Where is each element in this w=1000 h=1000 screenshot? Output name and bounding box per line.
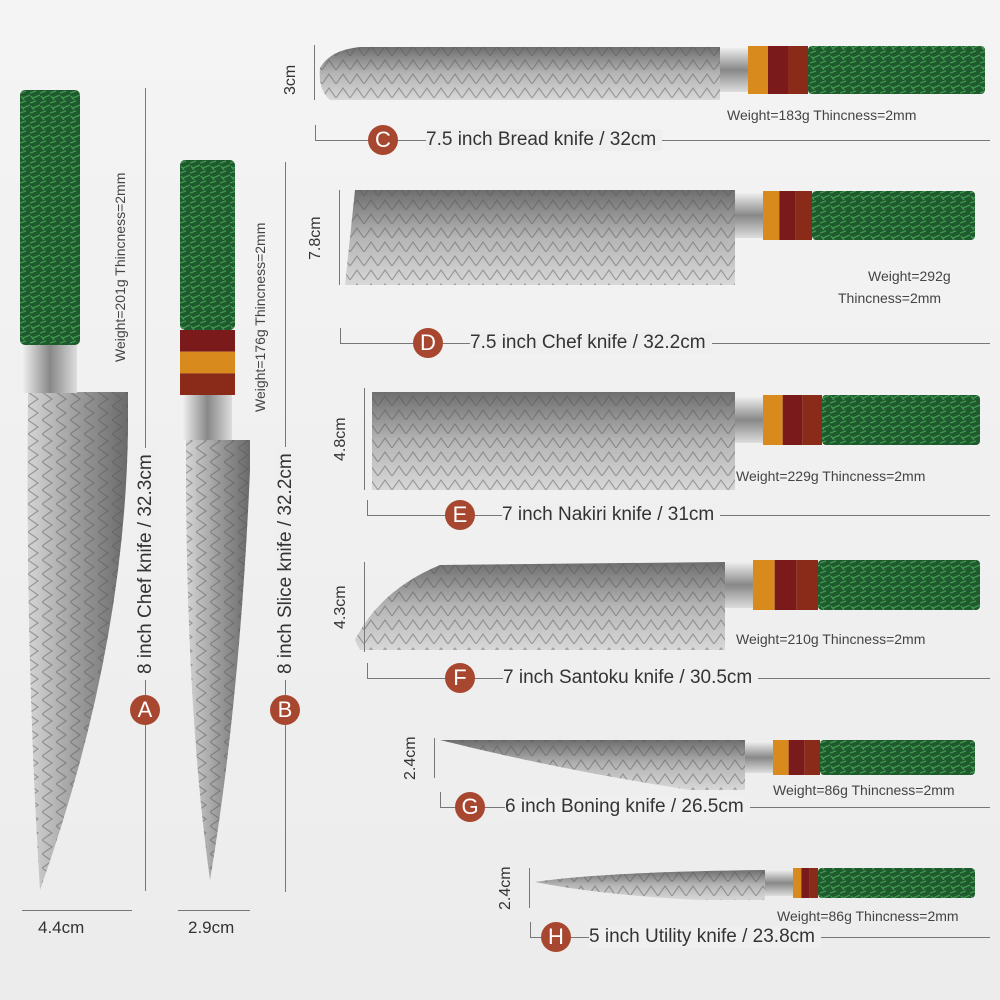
knife-a-width: 4.4cm — [38, 918, 85, 937]
chef-d-spacer — [763, 191, 780, 240]
bread-bolster — [720, 48, 748, 92]
knife-g-name: 6 inch Boning knife / 26.5cm — [505, 796, 750, 818]
knife-d-thickness: Thincness=2mm — [838, 290, 942, 306]
knife-e-height: 4.8cm — [332, 417, 349, 461]
knife-d-height: 7.8cm — [307, 215, 324, 260]
slice-b-handle — [180, 160, 235, 330]
height-line-h — [529, 868, 530, 908]
knife-g-height: 2.4cm — [402, 736, 419, 780]
height-line-d — [339, 190, 340, 285]
slice-b-spacer — [180, 351, 235, 374]
nakiri-spacer — [782, 395, 803, 445]
chef-d-bolster — [735, 193, 763, 238]
knife-c-height: 3cm — [282, 64, 299, 95]
bread-damascus-pattern — [319, 47, 720, 100]
boning-spacer — [773, 740, 789, 775]
utility-handle — [818, 868, 975, 898]
nakiri-damascus-pattern — [372, 392, 735, 490]
santoku-bolster — [725, 562, 753, 608]
dimension-tick-d — [340, 328, 341, 343]
knife-f-height: 4.3cm — [332, 585, 349, 629]
knife-b-spec: Weight=176g Thincness=2mm — [252, 222, 268, 412]
knife-a-name: 8 inch Chef knife / 32.3cm — [135, 448, 157, 680]
knife-h-spec: Weight=86g Thincness=2mm — [777, 908, 959, 924]
knife-c-name: 7.5 inch Bread knife / 32cm — [426, 129, 663, 151]
chef-a-bolster — [23, 345, 77, 393]
bread-handle — [808, 46, 985, 94]
badge-d: D — [413, 328, 443, 358]
utility-spacer — [793, 868, 802, 898]
badge-a: A — [130, 695, 160, 725]
width-line-a — [22, 910, 132, 911]
slice-b-bolster — [183, 395, 232, 440]
knife-a-spec: Weight=201g Thincness=2mm — [112, 172, 128, 362]
dimension-tick-h — [530, 922, 531, 937]
nakiri-spacer — [763, 395, 783, 445]
dimension-tick-f — [367, 663, 368, 678]
knife-f-name: 7 inch Santoku knife / 30.5cm — [503, 667, 759, 689]
height-line-g — [434, 738, 435, 778]
badge-e: E — [445, 500, 475, 530]
height-line-e — [364, 388, 365, 490]
badge-g: G — [455, 792, 485, 822]
bread-spacer — [748, 46, 768, 94]
slice-b-damascus-pattern — [185, 440, 250, 880]
utility-spacer — [809, 868, 818, 898]
dimension-tick-e — [367, 500, 368, 515]
height-line-c — [314, 45, 315, 100]
knife-d-name: 7.5 inch Chef knife / 32.2cm — [470, 332, 712, 354]
boning-spacer — [788, 740, 805, 775]
nakiri-spacer — [802, 395, 822, 445]
chef-a-handle — [20, 90, 80, 345]
knife-c-spec: Weight=183g Thincness=2mm — [727, 107, 917, 123]
chef-d-spacer — [779, 191, 796, 240]
dimension-tick-g — [440, 792, 441, 807]
knife-h-height: 2.4cm — [497, 866, 514, 910]
height-line-f — [364, 562, 365, 652]
santoku-spacer — [753, 560, 775, 610]
boning-handle — [820, 740, 975, 775]
santoku-handle — [818, 560, 980, 610]
nakiri-handle — [822, 395, 980, 445]
knife-b-name: 8 inch Slice knife / 32.2cm — [275, 447, 297, 680]
boning-spacer — [804, 740, 820, 775]
slice-b-spacer — [180, 330, 235, 352]
knife-e-name: 7 inch Nakiri knife / 31cm — [502, 504, 721, 526]
boning-bolster — [745, 742, 773, 773]
width-line-b — [178, 910, 250, 911]
santoku-spacer — [774, 560, 797, 610]
boning-damascus-pattern — [440, 740, 745, 790]
nakiri-bolster — [735, 397, 763, 443]
bread-spacer — [768, 46, 788, 94]
knife-b-width: 2.9cm — [188, 918, 235, 937]
knife-h-name: 5 inch Utility knife / 23.8cm — [589, 926, 821, 948]
chef-d-spacer — [795, 191, 812, 240]
badge-h: H — [541, 922, 571, 952]
slice-b-spacer — [180, 373, 235, 395]
chef-d-damascus-pattern — [345, 190, 735, 285]
utility-spacer — [801, 868, 810, 898]
santoku-damascus-pattern — [355, 562, 725, 650]
santoku-spacer — [796, 560, 818, 610]
knife-g-spec: Weight=86g Thincness=2mm — [773, 782, 955, 798]
knife-d-weight: Weight=292g — [868, 268, 951, 284]
badge-b: B — [270, 695, 300, 725]
utility-damascus-pattern — [535, 870, 765, 900]
utility-bolster — [765, 870, 793, 896]
dimension-tick-c — [315, 125, 316, 140]
knife-f-spec: Weight=210g Thincness=2mm — [736, 631, 926, 647]
bread-spacer — [788, 46, 808, 94]
knife-e-spec: Weight=229g Thincness=2mm — [736, 468, 926, 484]
badge-f: F — [445, 663, 475, 693]
chef-a-damascus-pattern — [27, 392, 128, 890]
chef-d-handle — [812, 191, 975, 240]
badge-c: C — [368, 125, 398, 155]
